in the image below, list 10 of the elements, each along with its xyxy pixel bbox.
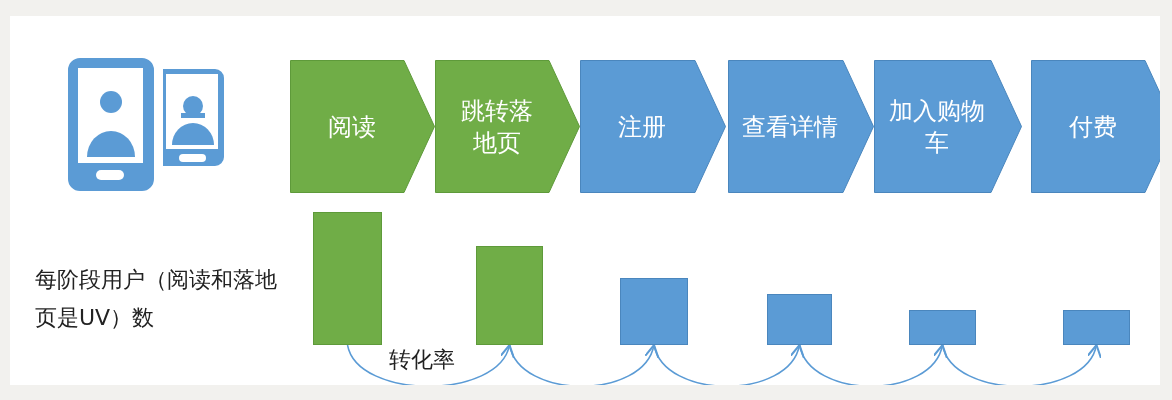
- curved-arrow: [508, 344, 658, 385]
- step-label: 阅读: [327, 111, 376, 143]
- edge-label: 转化率: [386, 347, 457, 373]
- step-label: 加入购物车: [888, 95, 986, 159]
- curved-arrow: [798, 344, 946, 385]
- step-label: 注册: [618, 111, 666, 143]
- axis-note: 每阶段用户（阅读和落地页是UV）数: [35, 266, 278, 332]
- step-label: 查看详情: [742, 111, 838, 143]
- step-label: 跳转落地页: [459, 95, 534, 159]
- step-label: 付费: [1068, 111, 1117, 143]
